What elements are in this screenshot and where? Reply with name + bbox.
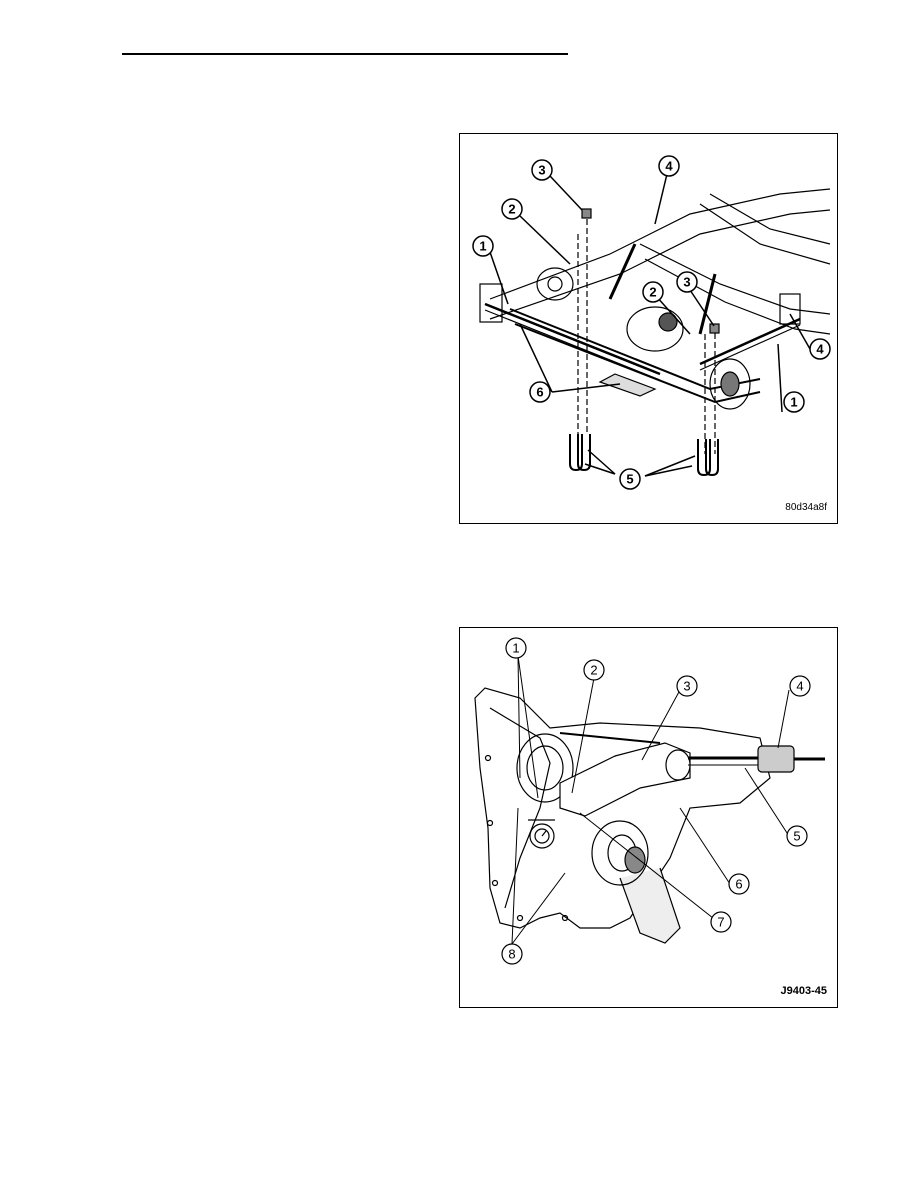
figure2-code: J9403-45 bbox=[780, 985, 828, 997]
callout-4-right: 4 bbox=[816, 342, 824, 357]
callout-1-right: 1 bbox=[790, 395, 797, 410]
header-rule bbox=[122, 53, 568, 55]
figure2-callouts: 1 2 3 4 5 6 7 8 bbox=[501, 637, 811, 965]
axle-illustration: 1 2 3 4 2 3 1 4 6 5 bbox=[472, 155, 831, 490]
figure1-callouts: 1 2 3 4 2 3 1 4 6 5 bbox=[472, 155, 831, 490]
callout-2-left: 2 bbox=[508, 202, 515, 217]
callout-3-right: 3 bbox=[683, 275, 690, 290]
figure-axle-leaf-spring: 1 2 3 4 2 3 1 4 6 5 80d34a8f bbox=[459, 133, 838, 524]
callout-1-left: 1 bbox=[479, 239, 486, 254]
figure-differential-tool: 1 2 3 4 5 6 7 8 J9403-45 bbox=[459, 627, 838, 1008]
callout-1: 1 bbox=[512, 641, 519, 656]
callout-4-top: 4 bbox=[665, 159, 673, 174]
callout-3-left: 3 bbox=[538, 163, 545, 178]
callout-6: 6 bbox=[735, 877, 742, 892]
callout-7: 7 bbox=[717, 915, 724, 930]
callout-4: 4 bbox=[796, 679, 803, 694]
callout-6: 6 bbox=[536, 385, 543, 400]
callout-2-right: 2 bbox=[649, 285, 656, 300]
callout-3: 3 bbox=[683, 679, 690, 694]
figure1-code: 80d34a8f bbox=[785, 502, 827, 513]
callout-5: 5 bbox=[626, 472, 633, 487]
callout-2: 2 bbox=[590, 663, 597, 678]
callout-5: 5 bbox=[793, 829, 800, 844]
callout-8: 8 bbox=[508, 947, 515, 962]
differential-illustration: 1 2 3 4 5 6 7 8 bbox=[474, 637, 825, 965]
